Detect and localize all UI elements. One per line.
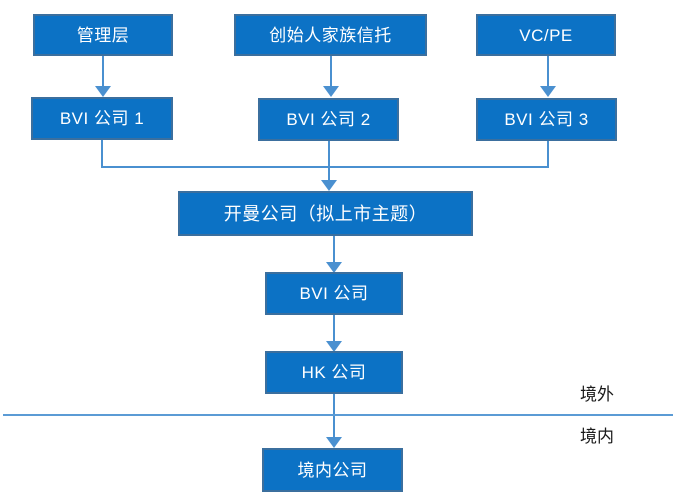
edge-management-to-bvi1 xyxy=(102,56,104,88)
label-onshore: 境内 xyxy=(580,427,614,446)
edge-bvi3-drop xyxy=(547,141,549,168)
node-family-trust[interactable]: 创始人家族信托 xyxy=(234,14,427,56)
arrowhead-hk-to-domestic xyxy=(326,437,342,448)
arrowhead-merge-to-cayman xyxy=(321,180,337,191)
edge-bvi2-drop xyxy=(328,141,330,189)
arrowhead-cayman-to-bvi-spv xyxy=(326,262,342,273)
node-bvi-2[interactable]: BVI 公司 2 xyxy=(258,98,399,141)
arrowhead-bvi-spv-to-hk xyxy=(326,341,342,352)
edge-cayman-to-bvi-spv xyxy=(333,236,335,264)
edge-bvi-spv-to-hk xyxy=(333,315,335,343)
edge-merge-bus xyxy=(101,166,549,168)
node-hk[interactable]: HK 公司 xyxy=(265,351,403,394)
node-domestic[interactable]: 境内公司 xyxy=(262,448,403,492)
label-offshore: 境外 xyxy=(580,385,614,404)
arrowhead-family-trust-to-bvi2 xyxy=(323,86,339,97)
node-bvi-1[interactable]: BVI 公司 1 xyxy=(31,97,173,140)
edge-hk-to-domestic xyxy=(333,394,335,440)
node-cayman[interactable]: 开曼公司（拟上市主题） xyxy=(178,191,473,236)
node-bvi-spv[interactable]: BVI 公司 xyxy=(265,272,403,315)
node-management[interactable]: 管理层 xyxy=(33,14,173,56)
node-bvi-3[interactable]: BVI 公司 3 xyxy=(476,98,617,141)
node-vcpe[interactable]: VC/PE xyxy=(476,14,616,56)
arrowhead-vcpe-to-bvi3 xyxy=(540,86,556,97)
arrowhead-management-to-bvi1 xyxy=(95,86,111,97)
edge-vcpe-to-bvi3 xyxy=(547,56,549,88)
offshore-onshore-divider xyxy=(3,414,673,416)
edge-family-trust-to-bvi2 xyxy=(330,56,332,88)
edge-bvi1-drop xyxy=(101,140,103,168)
